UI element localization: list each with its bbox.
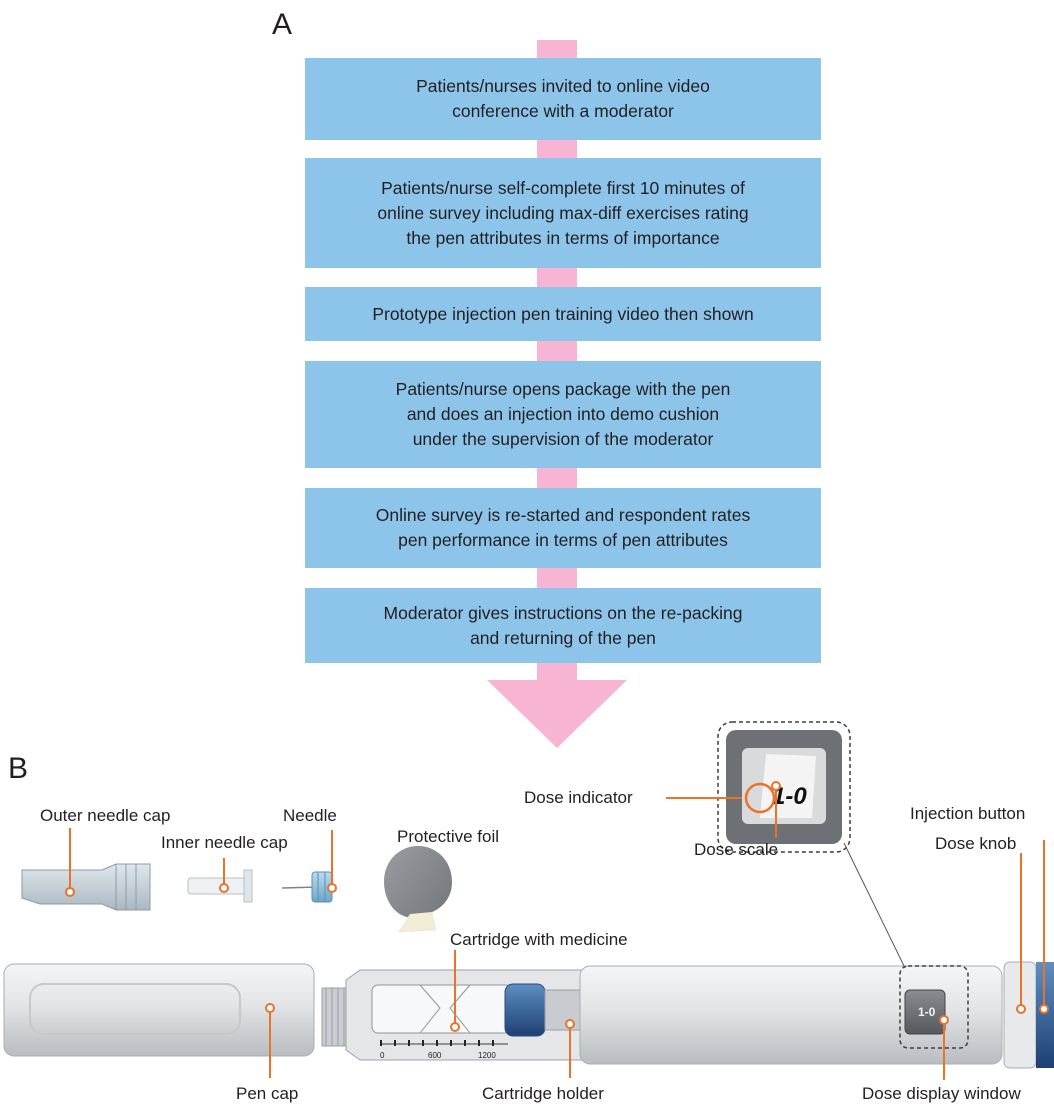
label-needle: Needle [283, 806, 337, 825]
label-dose-indicator: Dose indicator [524, 788, 633, 807]
label-dose-knob: Dose knob [935, 834, 1017, 853]
flow-step-3: Prototype injection pen training video t… [305, 287, 821, 341]
zoom-connector [843, 842, 906, 969]
scale-tick-1200: 1200 [478, 1051, 496, 1060]
label-cartridge-with-medicine: Cartridge with medicine [450, 930, 628, 949]
panel-a-letter: A [272, 8, 293, 41]
label-protective-foil: Protective foil [397, 827, 500, 846]
label-pen-cap: Pen cap [236, 1084, 299, 1103]
pen-cap [3, 963, 315, 1057]
leader-lines [65, 781, 1049, 1080]
flow-step-3-text: Prototype injection pen training video t… [372, 303, 754, 324]
label-cartridge-holder: Cartridge holder [482, 1084, 604, 1103]
scale-tick-0: 0 [380, 1051, 385, 1060]
outer-needle-cap [21, 863, 151, 911]
protective-foil [384, 846, 452, 932]
label-dose-scale: Dose scale [694, 840, 779, 859]
label-inner-needle-cap: Inner needle cap [161, 833, 288, 852]
flow-step-4-text: Patients/nurse opens package with the pe… [395, 379, 731, 449]
label-outer-needle-cap: Outer needle cap [40, 806, 171, 825]
pen-body: 0 600 1200 1-0 [321, 961, 1054, 1069]
flow-step-6-text: Moderator gives instructions on the re-p… [383, 602, 743, 648]
flow-step-5: Online survey is re-started and responde… [305, 488, 821, 568]
zoomed-dose-display: 1-0 [717, 721, 851, 853]
flow-step-1: Patients/nurses invited to online video … [305, 58, 821, 140]
label-injection-button: Injection button [910, 804, 1026, 823]
flow-step-5-text: Online survey is re-started and responde… [375, 505, 751, 550]
needle [281, 871, 333, 903]
flow-step-1-text: Patients/nurses invited to online video … [416, 76, 710, 121]
flow-step-4: Patients/nurse opens package with the pe… [305, 361, 821, 468]
scale-tick-600: 600 [428, 1051, 442, 1060]
panel-b-letter: B [8, 752, 29, 785]
small-dose-window-text: 1-0 [918, 1005, 936, 1019]
flow-arrow-shaft [537, 40, 577, 680]
label-dose-display-window: Dose display window [862, 1084, 1021, 1103]
flow-step-6: Moderator gives instructions on the re-p… [305, 588, 821, 663]
dose-window-outline [899, 965, 969, 1049]
flow-step-2: Patients/nurse self-complete first 10 mi… [305, 158, 821, 268]
flow-step-2-text: Patients/nurse self-complete first 10 mi… [377, 177, 749, 248]
inner-needle-cap [187, 869, 253, 903]
